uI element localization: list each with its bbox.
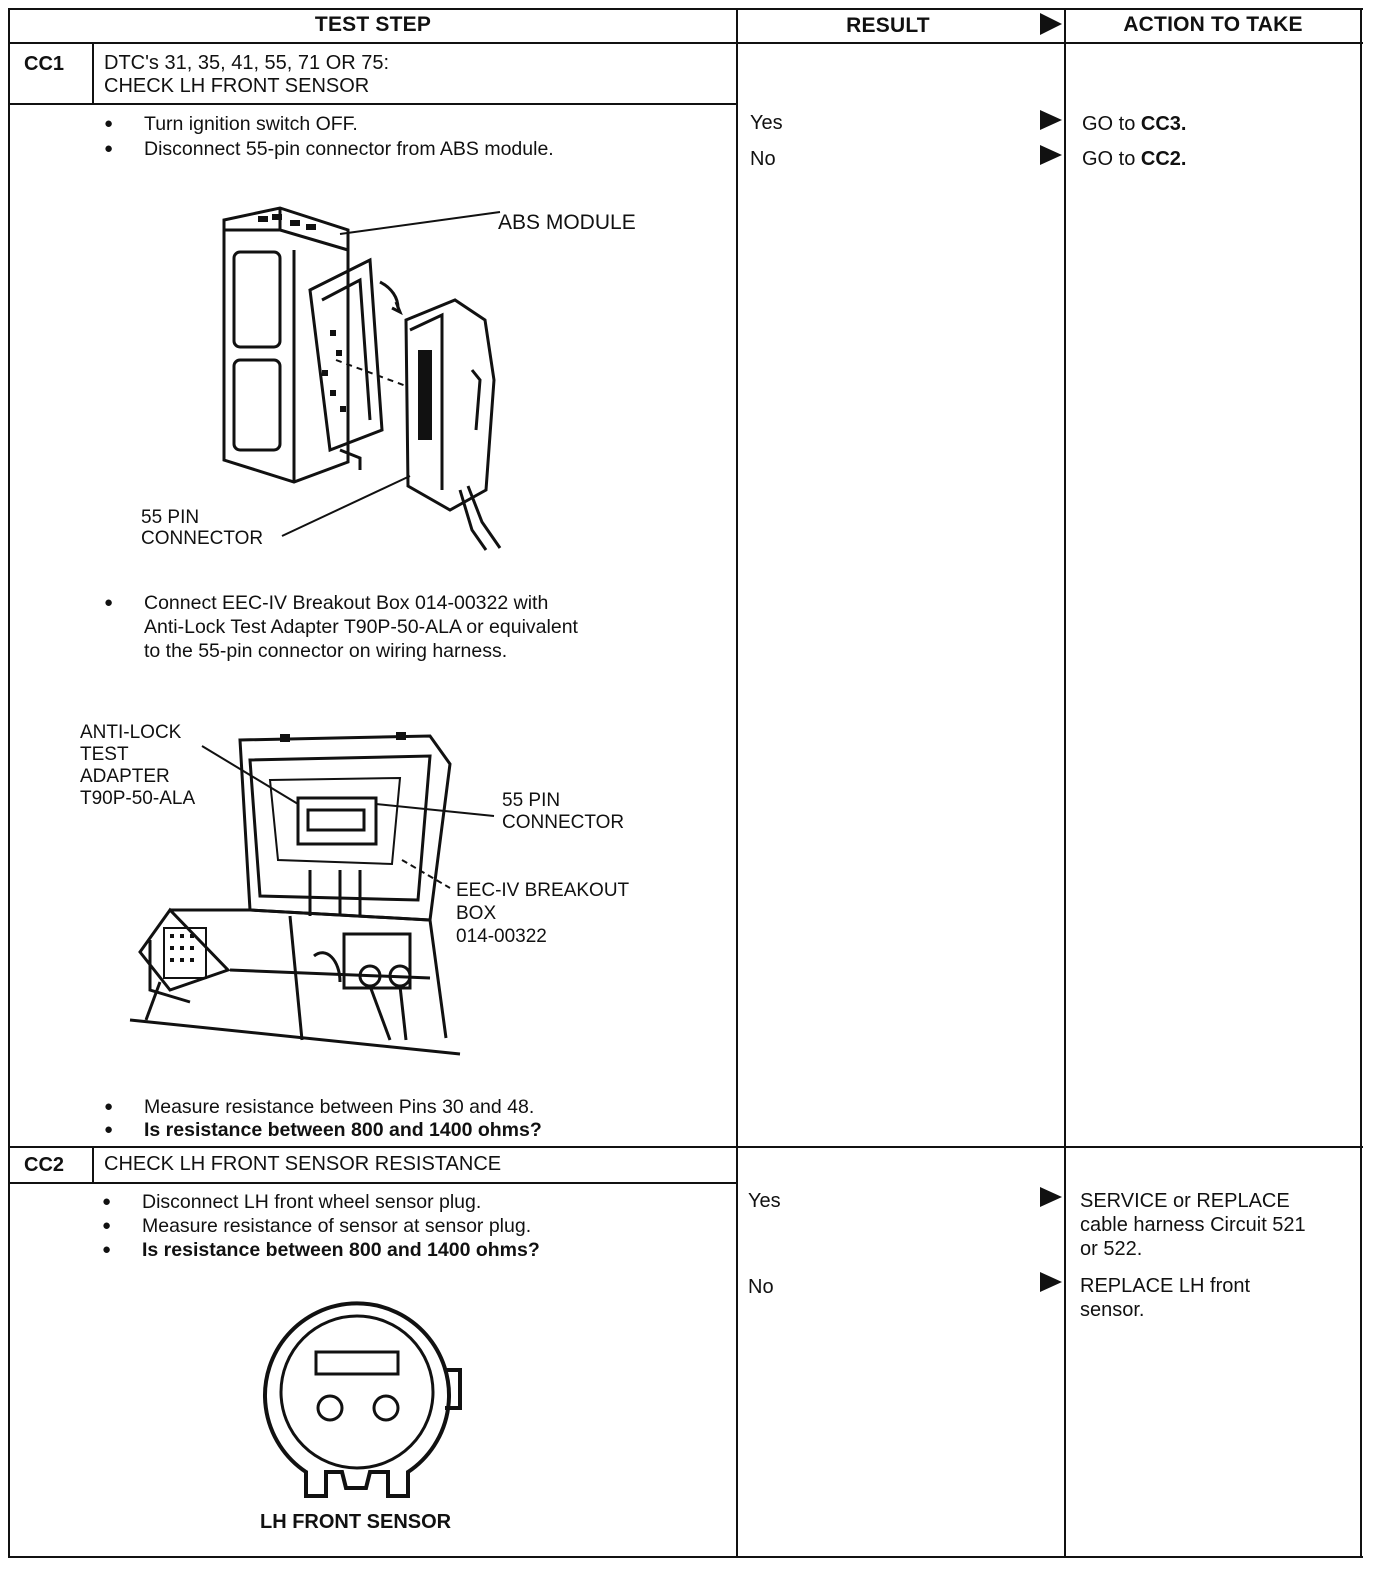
cc1-action-yes-prefix: GO to (1082, 113, 1141, 135)
cc1-bullet-3-line3: to the 55-pin connector on wiring harnes… (144, 640, 508, 662)
cc1-yes-arrow-icon (1040, 110, 1062, 130)
abs-module-illustration (222, 206, 502, 551)
cc1-step-code: CC1 (24, 53, 65, 75)
fig2-label-adapter-1: ANTI-LOCK (80, 722, 182, 743)
fig2-label-adapter-4: T90P-50-ALA (80, 788, 196, 809)
fig1-label-connector-1: 55 PIN (141, 507, 200, 528)
table-bottom-border (8, 1556, 1363, 1558)
breakout-box-illustration (129, 732, 495, 1056)
cc2-action-yes-line2: cable harness Circuit 521 (1080, 1214, 1306, 1236)
cc2-title-bottom-border (8, 1182, 737, 1184)
cc1-bullet-1: Turn ignition switch OFF. (104, 112, 358, 136)
fig2-label-connector-1: 55 PIN (502, 790, 561, 811)
fig2-label-adapter-2: TEST (80, 744, 129, 765)
cc1-title-line2: CHECK LH FRONT SENSOR (104, 75, 370, 97)
header-test-step: TEST STEP (314, 13, 432, 36)
header-result: RESULT (846, 14, 930, 37)
cc2-action-yes-line1: SERVICE or REPLACE (1080, 1190, 1290, 1212)
header-bottom-border (8, 42, 1363, 44)
table-left-border (8, 8, 10, 1558)
cc1-title-line1: DTC's 31, 35, 41, 55, 71 OR 75: (104, 52, 390, 74)
fig2-label-box-3: 014-00322 (456, 926, 547, 947)
cc2-bullet-2: Measure resistance of sensor at sensor p… (102, 1214, 531, 1238)
cc2-result-yes: Yes (748, 1190, 781, 1212)
table-top-border (8, 8, 1363, 10)
cc1-action-no-prefix: GO to (1082, 148, 1141, 170)
table-right-border (1360, 8, 1362, 1558)
cc1-bottom-border (8, 1146, 1363, 1148)
sensor-figure-label: LH FRONT SENSOR (260, 1511, 452, 1533)
cc2-bullet-1: Disconnect LH front wheel sensor plug. (102, 1190, 481, 1214)
cc1-bullet-3-line1: Connect EEC-IV Breakout Box 014-00322 wi… (104, 591, 548, 615)
cc1-bullet-5: Is resistance between 800 and 1400 ohms? (104, 1118, 542, 1142)
code-column-divider-cc2 (92, 1147, 94, 1183)
cc2-result-no: No (748, 1276, 774, 1298)
cc1-action-no: GO to CC2. (1082, 147, 1186, 171)
fig2-label-box-1: EEC-IV BREAKOUT (456, 880, 630, 901)
cc2-action-no-line2: sensor. (1080, 1299, 1145, 1321)
cc1-result-no: No (750, 148, 776, 170)
fig1-label-connector-2: CONNECTOR (141, 528, 264, 549)
fig2-label-connector-2: CONNECTOR (502, 812, 625, 833)
header-action: ACTION TO TAKE (1123, 13, 1303, 36)
cc1-bullet-4: Measure resistance between Pins 30 and 4… (104, 1095, 534, 1119)
cc1-bullet-3-line2: Anti-Lock Test Adapter T90P-50-ALA or eq… (144, 616, 578, 638)
cc1-action-no-target: CC2. (1140, 148, 1187, 170)
cc1-action-yes-target: CC3. (1140, 113, 1187, 135)
cc1-no-arrow-icon (1040, 145, 1062, 165)
cc2-yes-arrow-icon (1040, 1187, 1062, 1207)
cc2-no-arrow-icon (1040, 1272, 1062, 1292)
fig2-label-adapter-3: ADAPTER (80, 766, 170, 787)
result-action-divider (1064, 8, 1066, 1558)
header-arrow-icon (1040, 13, 1062, 35)
fig2-label-box-2: BOX (456, 903, 497, 924)
cc2-action-yes-line3: or 522. (1080, 1238, 1143, 1260)
cc1-title-bottom-border (8, 103, 737, 105)
fig1-label-abs-module: ABS MODULE (498, 211, 636, 234)
cc2-title: CHECK LH FRONT SENSOR RESISTANCE (104, 1153, 502, 1175)
cc2-step-code: CC2 (24, 1154, 65, 1176)
code-column-divider-cc1 (92, 43, 94, 104)
cc1-result-yes: Yes (750, 112, 783, 134)
cc2-action-no-line1: REPLACE LH front (1080, 1275, 1251, 1297)
cc1-action-yes: GO to CC3. (1082, 112, 1186, 136)
lh-front-sensor-illustration (263, 1301, 462, 1498)
cc1-bullet-2: Disconnect 55-pin connector from ABS mod… (104, 137, 554, 161)
cc2-bullet-3: Is resistance between 800 and 1400 ohms? (102, 1238, 540, 1262)
step-result-divider (736, 8, 738, 1558)
